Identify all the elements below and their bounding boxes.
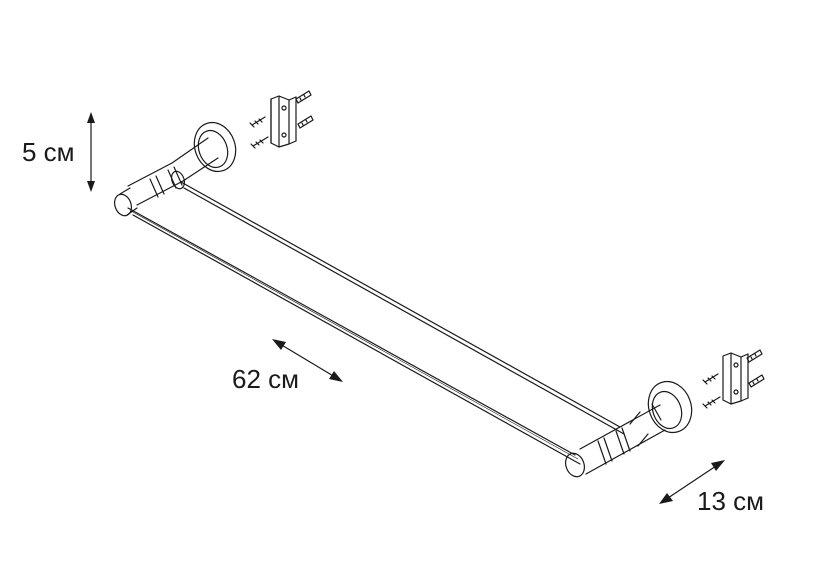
depth-dimension-arrow xyxy=(659,460,725,504)
height-dimension-arrow xyxy=(87,112,95,192)
right-mounting-bracket xyxy=(722,352,749,405)
right-wall-anchors xyxy=(746,349,765,388)
height-dimension-label: 5 см xyxy=(22,137,75,167)
left-outer-end-cap xyxy=(113,187,138,217)
left-wall-flange xyxy=(193,121,237,173)
length-dimension-label: 62 см xyxy=(232,364,300,394)
left-support-arm xyxy=(127,137,219,206)
inner-towel-bar xyxy=(180,181,625,435)
left-inner-end-cap xyxy=(170,170,186,190)
length-dimension-arrow xyxy=(272,339,343,382)
right-screws xyxy=(702,373,721,409)
left-wall-anchors xyxy=(295,90,314,129)
right-outer-end-cap xyxy=(564,452,586,478)
left-screws xyxy=(249,116,269,149)
right-wall-flange xyxy=(647,380,693,434)
depth-dimension-label: 13 см xyxy=(697,486,765,516)
right-support-arm xyxy=(579,404,666,475)
outer-towel-bar xyxy=(127,207,581,465)
left-mounting-bracket xyxy=(270,95,297,148)
